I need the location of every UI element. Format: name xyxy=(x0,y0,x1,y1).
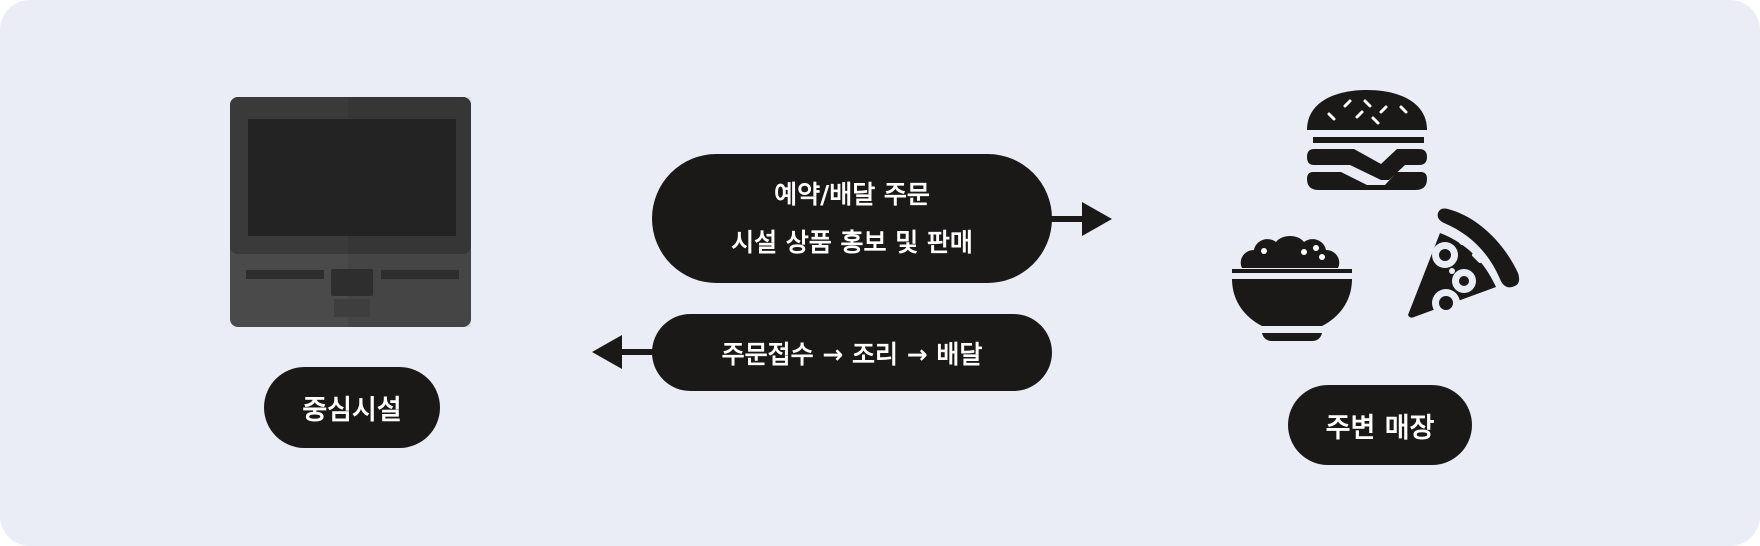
order-promotion-line2: 시설 상품 홍보 및 판매 xyxy=(731,227,973,257)
arrow-left-icon xyxy=(592,335,654,369)
nearby-store-label: 주변 매장 xyxy=(1288,385,1472,465)
center-facility-label-text: 중심시설 xyxy=(302,395,402,426)
rice-bowl-icon xyxy=(1232,236,1352,341)
order-process-pill: 주문접수 → 조리 → 배달 xyxy=(652,314,1052,391)
kiosk-terminal-icon xyxy=(230,97,471,327)
pizza-icon xyxy=(1408,208,1520,318)
burger-icon xyxy=(1307,90,1427,190)
center-facility-label: 중심시설 xyxy=(264,367,440,448)
order-promotion-pill: 예약/배달 주문 시설 상품 홍보 및 판매 xyxy=(652,154,1052,283)
arrow-right-icon xyxy=(1050,202,1112,236)
nearby-store-label-text: 주변 매장 xyxy=(1325,412,1435,444)
order-process-label: 주문접수 → 조리 → 배달 xyxy=(721,339,983,369)
order-promotion-line1: 예약/배달 주문 xyxy=(774,179,930,209)
